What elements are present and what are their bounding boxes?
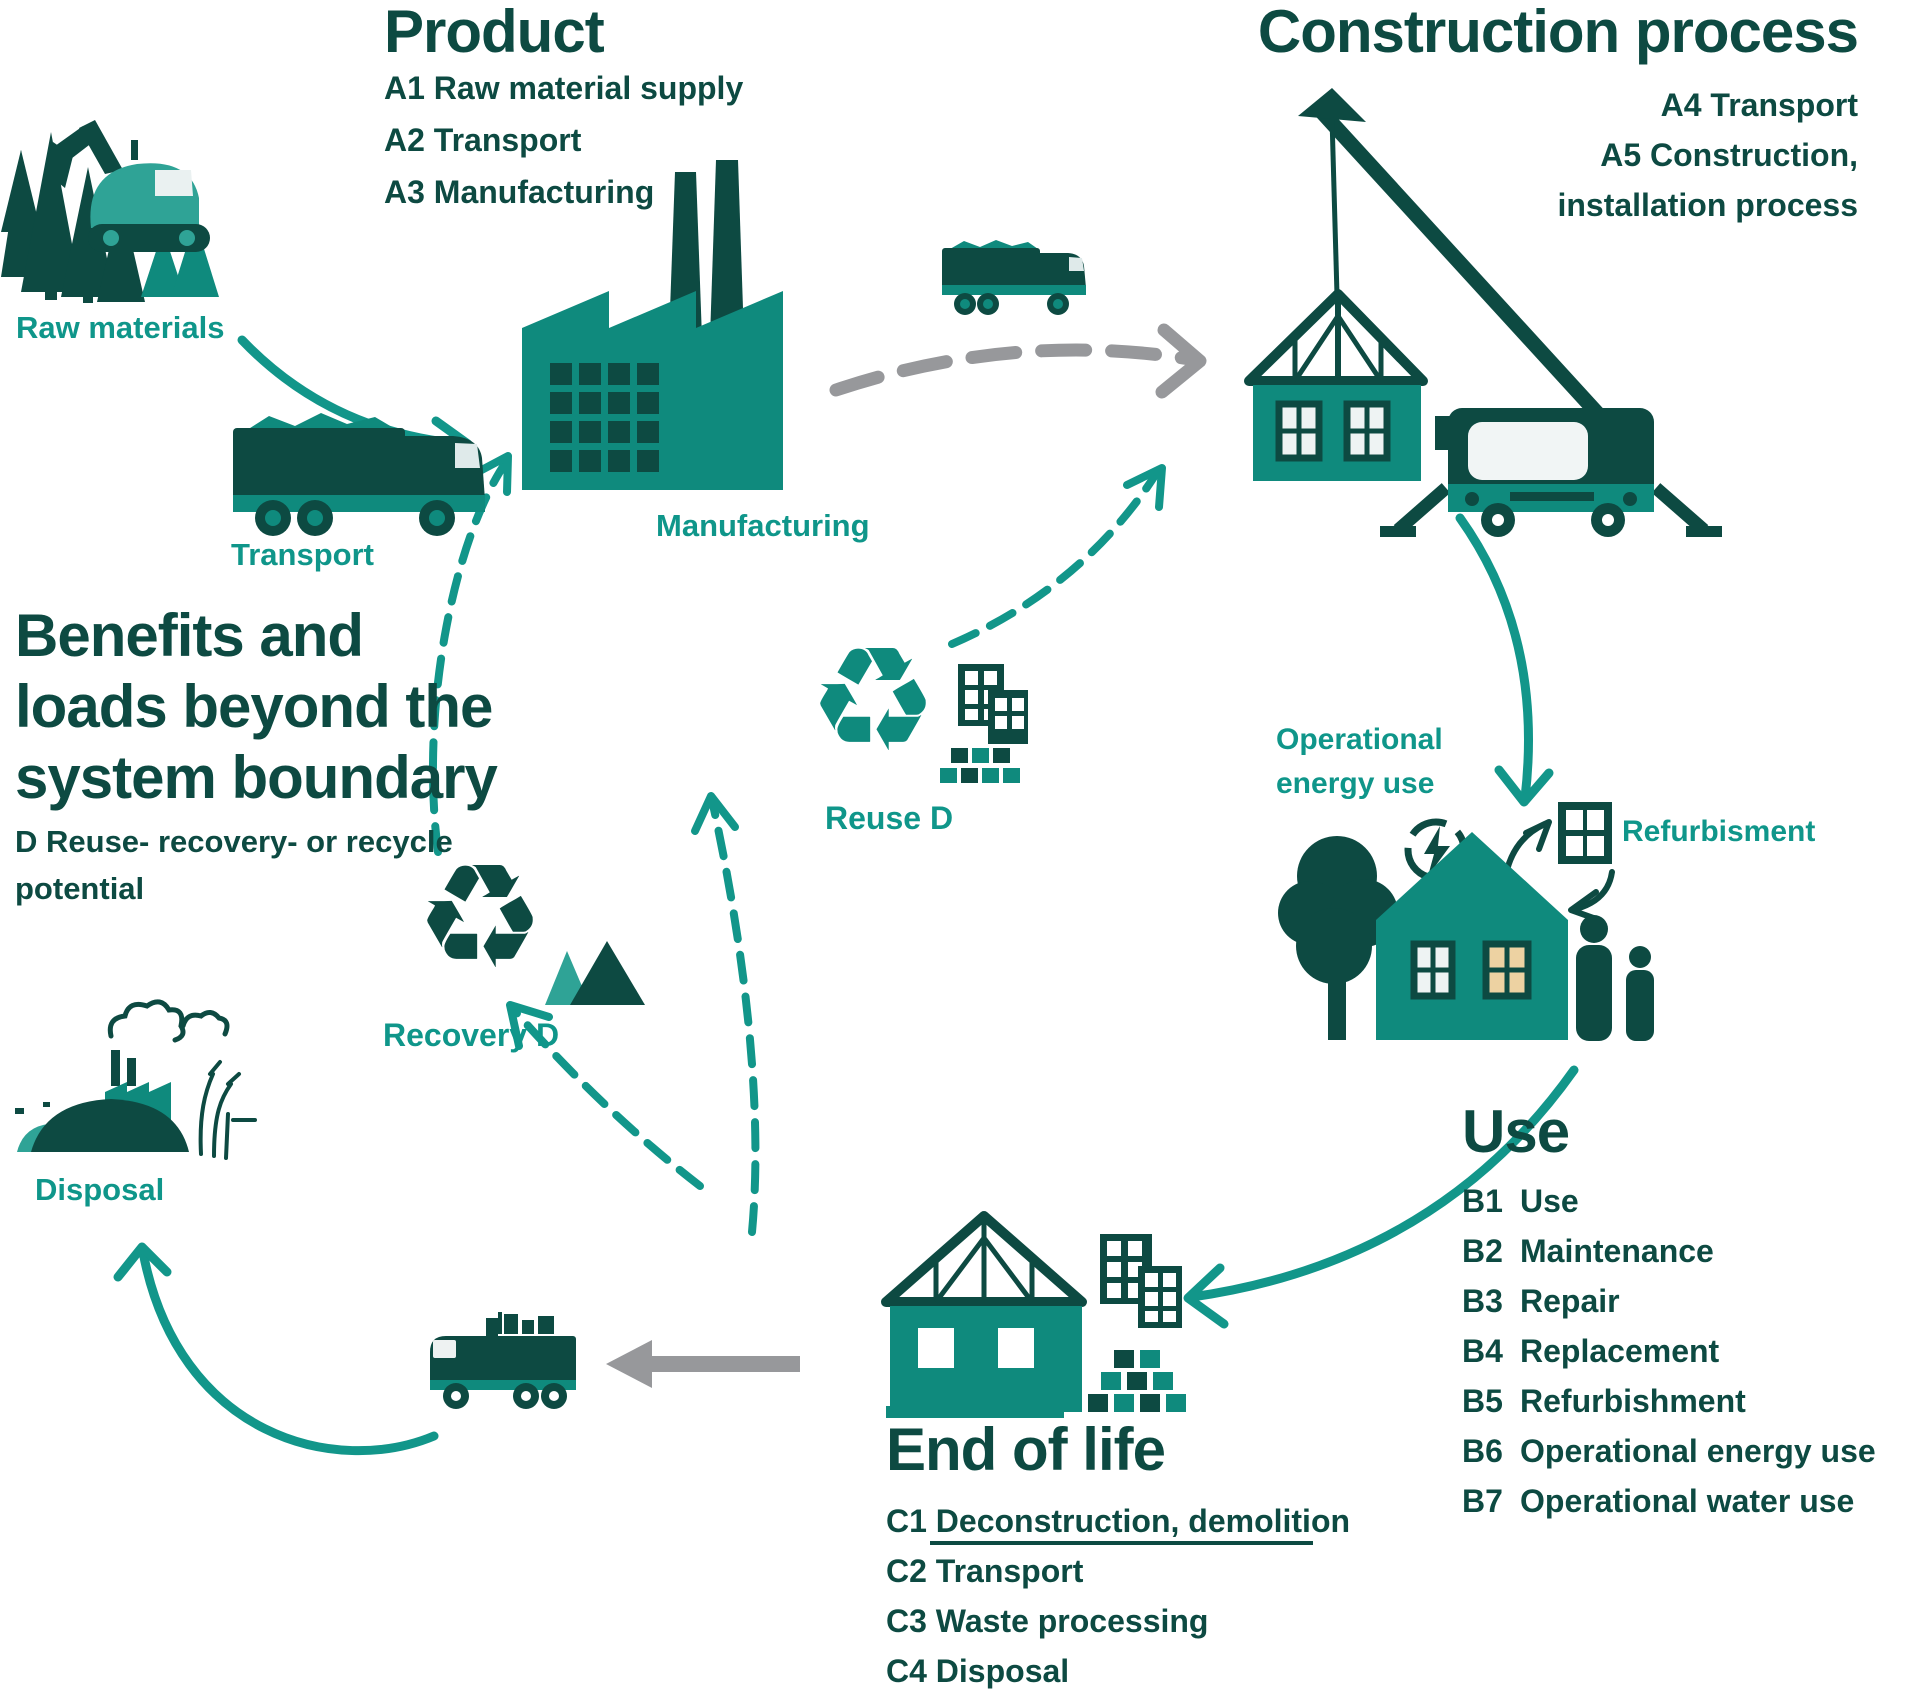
tree-icon	[1278, 836, 1398, 1040]
endoflife-item: C3 Waste processing	[886, 1603, 1209, 1639]
house-under-construction-icon	[1244, 289, 1428, 481]
arrow-manufacturing-to-construction	[829, 343, 1203, 397]
construction-title: Construction process	[1257, 0, 1859, 65]
arrow-endoflife-to-recovery	[510, 1006, 704, 1190]
excavator-icon	[45, 120, 210, 252]
benefits-title: Benefits and loads beyond the system bou…	[15, 602, 498, 811]
construction-item: installation process	[1557, 187, 1858, 223]
arrow-use-to-endoflife	[1187, 1065, 1579, 1302]
product-item: A1 Raw material supply	[384, 70, 744, 106]
arrow-truck-to-disposal	[138, 1247, 439, 1456]
endoflife-items: C1 Deconstruction, demolition C2 Transpo…	[886, 1496, 1350, 1696]
transport-label: Transport	[231, 537, 374, 572]
arrow-endoflife-to-truck	[606, 1340, 800, 1388]
people-icon	[1576, 915, 1654, 1041]
endoflife-house-icon	[881, 1211, 1087, 1418]
use-title: Use	[1462, 1098, 1570, 1165]
arrow-recovery-to-manufacturing	[428, 458, 510, 856]
raw-materials-icon	[1, 120, 219, 303]
endoflife-item: C1 Deconstruction, demolition	[886, 1503, 1351, 1539]
product-item: A2 Transport	[384, 122, 582, 158]
refurbishment-window-icon	[1558, 802, 1612, 864]
reuse-window-icon	[958, 664, 1028, 744]
operational-energy-label: Operational energy use	[1276, 723, 1443, 800]
endoflife-item: C4 Disposal	[886, 1653, 1070, 1689]
recovery-recycle-icon: ♻	[415, 836, 545, 998]
raw-materials-label: Raw materials	[16, 310, 225, 345]
transport-truck-icon	[233, 413, 485, 536]
use-house-icon	[1376, 832, 1568, 1040]
c1-underline	[930, 1541, 1313, 1545]
refurbishment-label: Refurbisment	[1622, 815, 1816, 848]
manufacturing-label: Manufacturing	[656, 508, 870, 543]
arrow-construction-to-use	[1455, 513, 1533, 803]
reuse-recycle-icon: ♻	[808, 619, 938, 781]
product-items: A1 Raw material supply A2 Transport A3 M…	[384, 62, 743, 218]
delivery-truck-icon	[942, 240, 1086, 315]
endoflife-rubble-icon	[1088, 1350, 1186, 1412]
product-item: A3 Manufacturing	[384, 174, 655, 210]
recovery-piles-icon	[545, 941, 645, 1005]
endoflife-title: End of life	[886, 1416, 1166, 1483]
reuse-rubble-icon	[940, 748, 1020, 783]
recovery-label: Recovery D	[383, 1017, 560, 1053]
arrow-reuse-to-construction	[948, 470, 1160, 648]
crane-icon	[1298, 88, 1722, 537]
benefits-subtitle: D Reuse- recovery- or recycle potential	[15, 824, 453, 906]
construction-item: A4 Transport	[1660, 87, 1858, 123]
arrow-endoflife-to-reuse	[708, 796, 760, 1236]
reuse-label: Reuse D	[825, 800, 954, 836]
demolition-truck-icon	[430, 1312, 576, 1409]
arrow-refurb-to-house	[1573, 869, 1615, 912]
construction-item: A5 Construction,	[1600, 137, 1858, 173]
endoflife-item: C2 Transport	[886, 1553, 1084, 1589]
endoflife-window-icon	[1100, 1234, 1182, 1328]
disposal-label: Disposal	[35, 1172, 165, 1207]
product-title: Product	[384, 0, 605, 65]
disposal-icon	[15, 999, 257, 1160]
factory-icon	[522, 160, 783, 490]
construction-items: A4 Transport A5 Construction, installati…	[1557, 80, 1858, 230]
